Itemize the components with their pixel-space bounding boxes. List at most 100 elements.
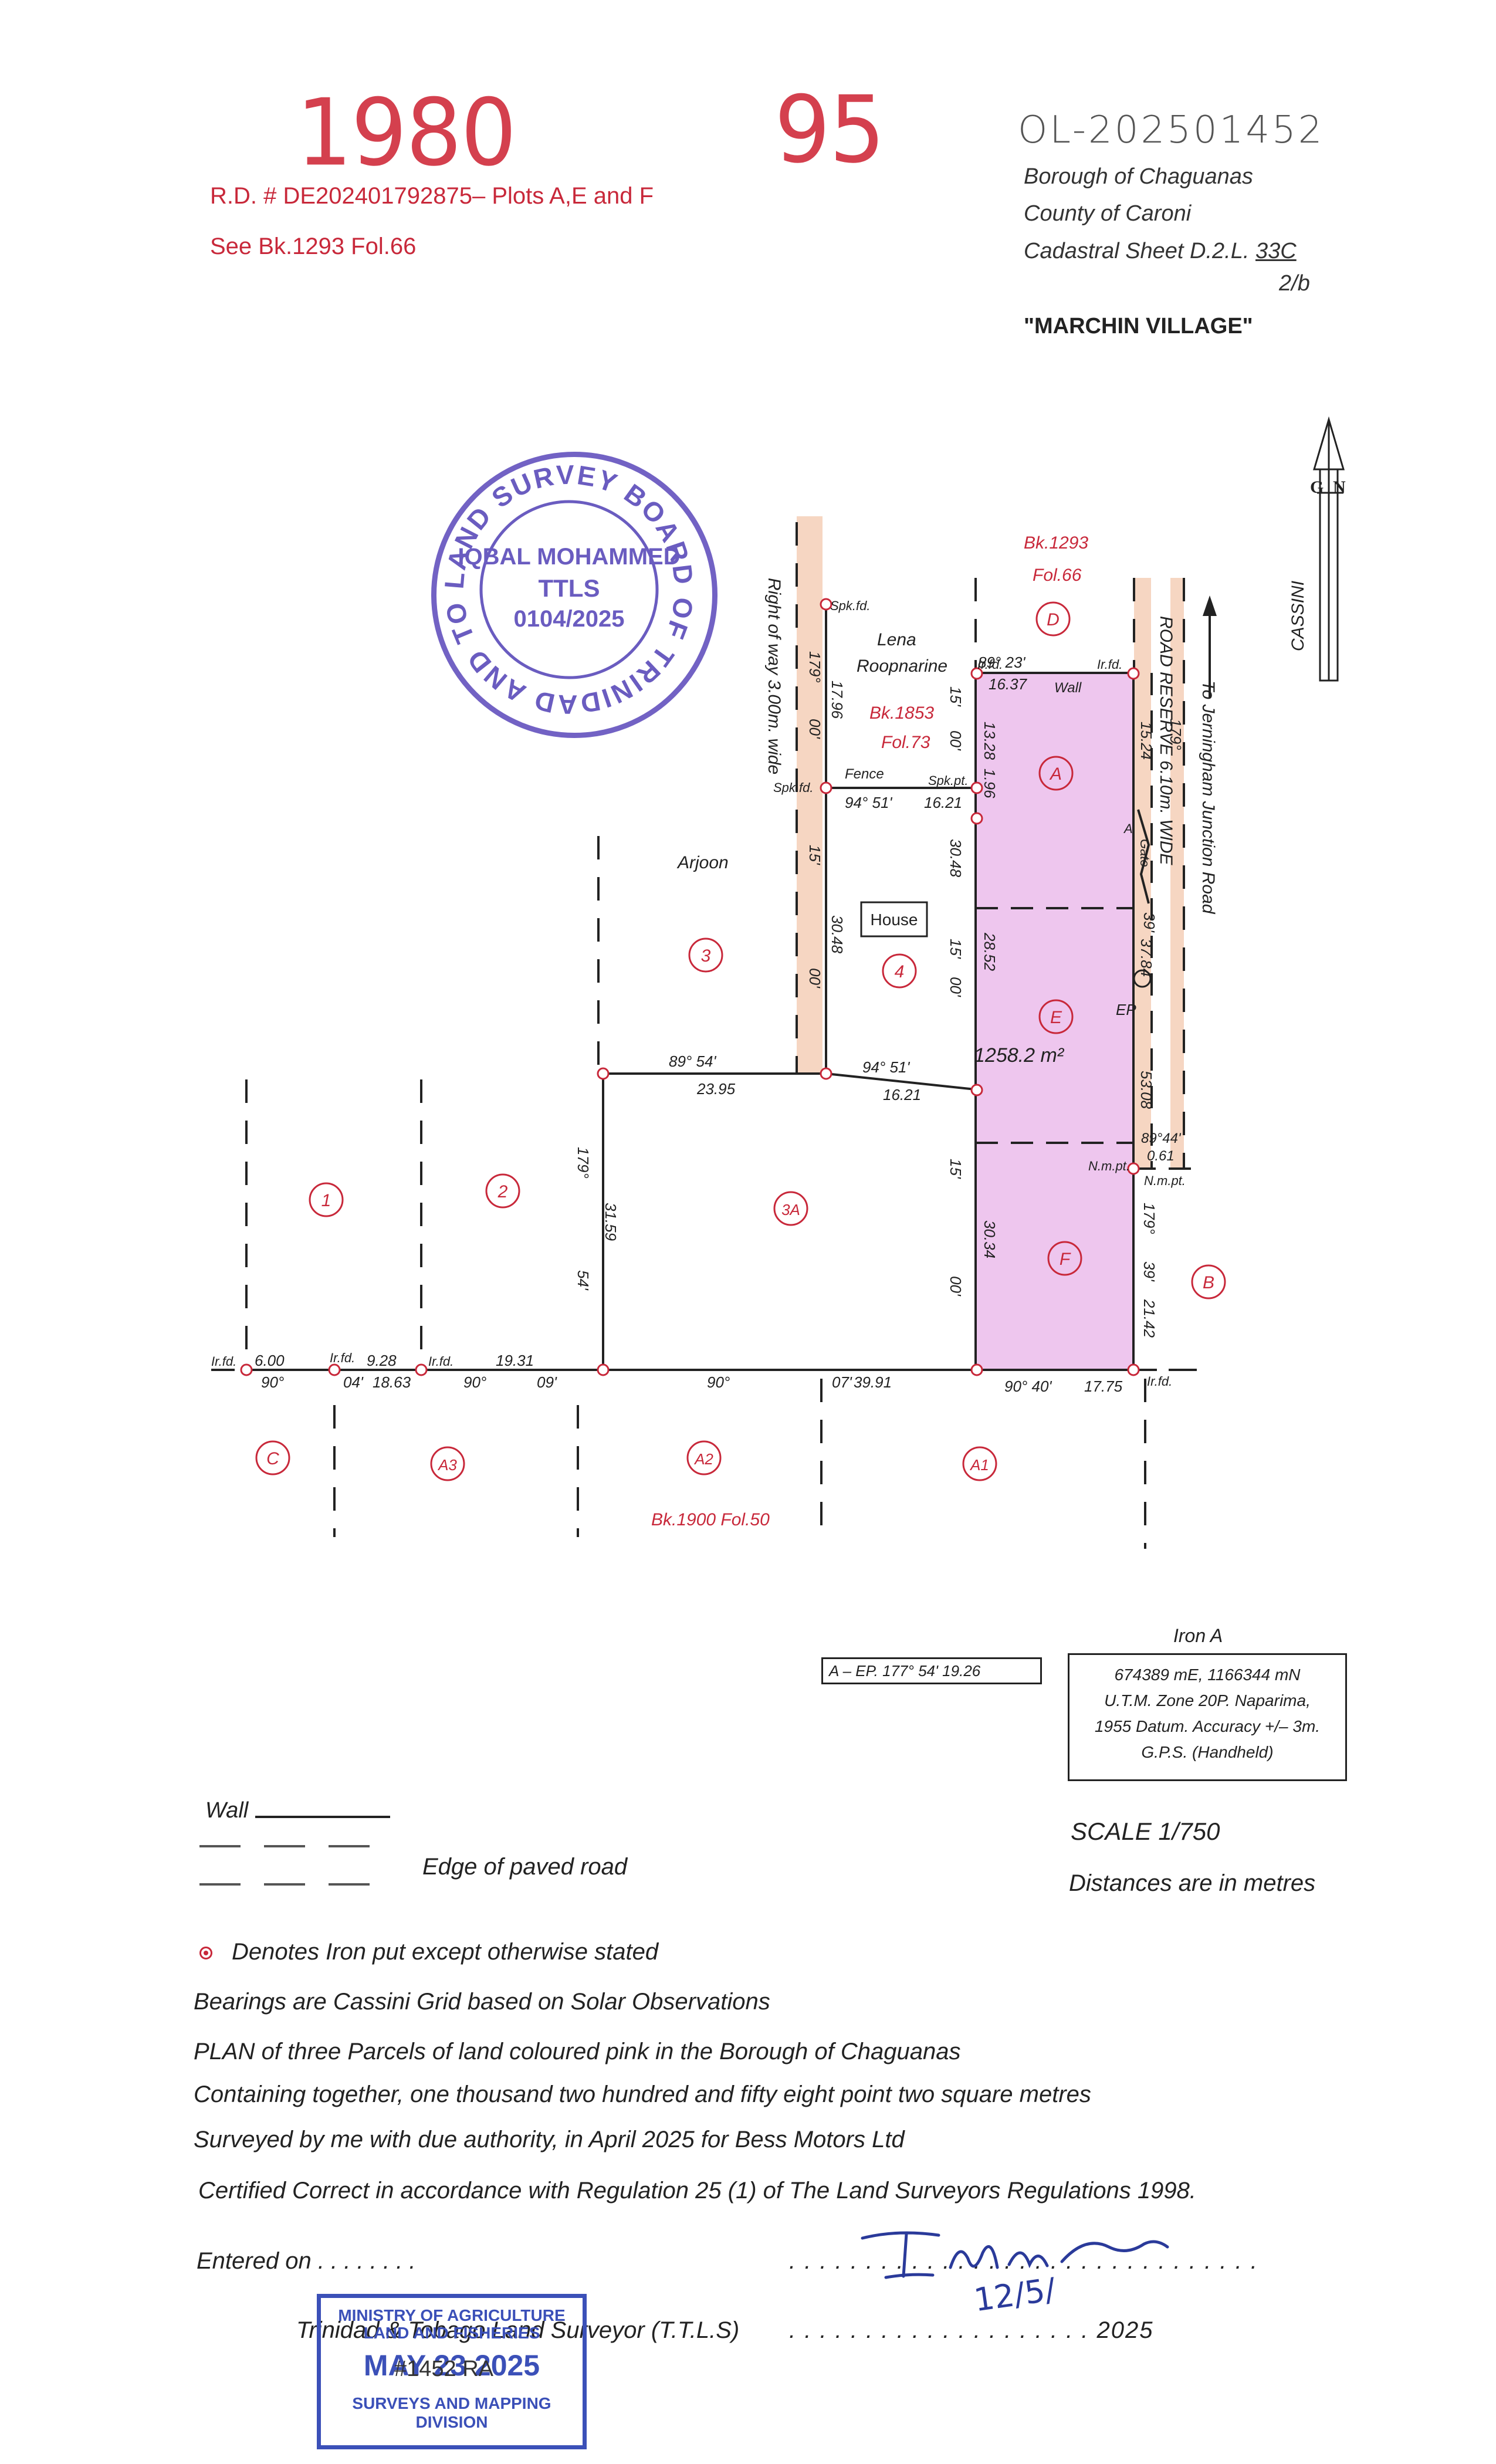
dim-15-d: 15' [947,686,964,707]
ministry-line-2: LAND AND FISHERIES [363,2324,540,2342]
dim-179-a: 179° [806,651,824,683]
plot-label-4: 4 [895,962,905,981]
dim-13-28: 13.28 [981,722,999,760]
north-g-label: G [1310,478,1324,497]
iron-markers [240,598,1140,1376]
units-label: Distances are in metres [1069,1870,1316,1896]
fence-label: Fence [845,766,884,782]
iron-symbol-dot [204,1951,208,1955]
dim-30-48-b: 30.48 [947,839,964,878]
dim-39-r: 39' [1140,912,1158,933]
iron-line-2: U.T.M. Zone 20P. Naparima, [1104,1691,1311,1710]
stamp-ring-text: LAND SURVEY BOARD OF TRINIDAD AND TOBAGO [431,452,698,720]
bottom-dist: 17.75 [1084,1377,1123,1395]
ministry-line-3: SURVEYS AND MAPPING [352,2394,551,2412]
ep-label: EP [1116,1001,1136,1018]
dim-90-a: 90° [707,1373,730,1391]
dim-00-c: 00' [947,977,964,997]
dim-1-96: 1.96 [981,769,999,798]
nmpt-left-label: N.m.pt. [1088,1159,1130,1173]
mid-bearing-1: 89° 54' [669,1052,716,1070]
bottom-bearing: 90° 40' [1004,1377,1052,1395]
ministry-line-4: DIVISION [415,2413,488,2431]
dim-9-28: 9.28 [367,1352,397,1369]
gate-label: Gate [1138,839,1152,867]
plot-label-a3: A3 [437,1456,457,1474]
rd-line: R.D. # DE202401792875– Plots A,E and F [210,183,654,209]
parcel-label-a: A [1049,764,1062,784]
plot-label-c: C [266,1449,279,1468]
irfd-top-right-label: Ir.fd. [1097,657,1122,672]
mid-dist-1: 23.95 [696,1080,736,1098]
iron-line-1: 674389 mE, 1166344 mN [1114,1666,1301,1684]
mid-dist-2: 16.21 [883,1086,921,1104]
dim-90-c: 90° [261,1373,284,1391]
road-arrow-head [1203,595,1217,616]
cadastral-sub: 2/b [1279,271,1310,296]
irfd-top-left-label: Ir.fd. [977,657,1003,672]
dim-39-r2: 39' [1140,1261,1158,1282]
iron-line-3: 1955 Datum. Accuracy +/– 3m. [1094,1717,1321,1735]
land-survey-board-stamp: LAND SURVEY BOARD OF TRINIDAD AND TOBAGO… [431,452,717,738]
legend-paved-line-1 [199,1845,393,1847]
dim-37-84: 37.84 [1138,939,1155,977]
plot-label-2: 2 [497,1182,508,1201]
legend-wall-line [255,1816,390,1818]
iron-line-4: G.P.S. (Handheld) [1141,1743,1274,1761]
dim-09: 09' [537,1373,557,1391]
cassini-label: CASSINI [1288,581,1308,651]
spkfd-mid-label: Spk.fd. [773,780,813,795]
fol66-label: Fol.66 [1033,566,1082,585]
see-line: See Bk.1293 Fol.66 [210,233,417,259]
right-of-way-lines [246,604,1153,1371]
dim-90-b: 90° [463,1373,486,1391]
area-label: 1258.2 m² [974,1044,1065,1067]
parcel-label-f: F [1060,1250,1071,1269]
dim-53-08: 53.08 [1138,1071,1155,1109]
legend-wall-label: Wall [205,1798,249,1823]
record-number: 1980 [296,79,517,187]
dim-6-00: 6.00 [255,1352,285,1369]
fence-dist: 16.21 [924,794,962,811]
survey-plan: A E F 1 2 3 3A 4 A1 A2 A3 B C D Bk.1293 … [211,416,1346,1549]
surveyor-signature-icon [861,2231,1169,2279]
dim-30-34: 30.34 [981,1220,999,1258]
ministry-date: MAY 23 2025 [363,2349,540,2382]
county-label: County of Caroni [1024,201,1192,226]
entered-on: Entered on . . . . . . . . [197,2248,416,2274]
dim-00-d: 00' [947,1276,964,1297]
cadastral-sheet: Cadastral Sheet D.2.L. 33C [1024,239,1297,264]
note-plan: PLAN of three Parcels of land coloured p… [194,2039,961,2064]
road-reserve-fill-right [1170,578,1184,1167]
borough-label: Borough of Chaguanas [1024,164,1253,189]
dim-21-42: 21.42 [1140,1299,1158,1338]
dim-15-a: 15' [806,845,824,865]
mid-bearing-2: 94° 51' [862,1058,910,1076]
plot-label-d: D [1047,610,1060,629]
right-of-way-label: Right of way 3.00m. wide [764,578,784,774]
plot-circles [255,601,1226,1481]
dim-15-b: 15' [947,939,964,959]
reference-handwritten: OL-202501452 [1018,109,1325,152]
house-label: House [871,911,918,929]
note-bearings: Bearings are Cassini Grid based on Solar… [194,1989,770,2015]
legend-paved-line-2 [199,1883,393,1886]
a-mark-label: A [1123,821,1133,836]
house-box [860,901,928,937]
north-n-label: N [1333,478,1346,497]
dim-15-24: 15.24 [1138,722,1155,760]
roopnarine-label: Roopnarine [857,656,947,676]
dim-179-b: 179° [574,1147,592,1179]
irfd-bm2-label: Ir.fd. [428,1354,453,1369]
irfd-bl-label: Ir.fd. [211,1354,236,1369]
dim-18-63: 18.63 [373,1373,411,1391]
iron-a-box: 674389 mE, 1166344 mN U.T.M. Zone 20P. N… [1068,1653,1347,1781]
dim-00-e: 00' [947,730,964,751]
dim-07: 07' [832,1373,852,1391]
ministry-line-1: MINISTRY OF AGRICULTURE [338,2306,566,2324]
plot-label-3a: 3A [781,1201,800,1219]
dim-31-59: 31.59 [602,1203,620,1241]
fol73-label: Fol.73 [881,733,930,752]
date-dots: . . . . . . . . . . . . . . . . . . . . … [789,2317,1154,2343]
top-dist: 16.37 [989,675,1028,693]
